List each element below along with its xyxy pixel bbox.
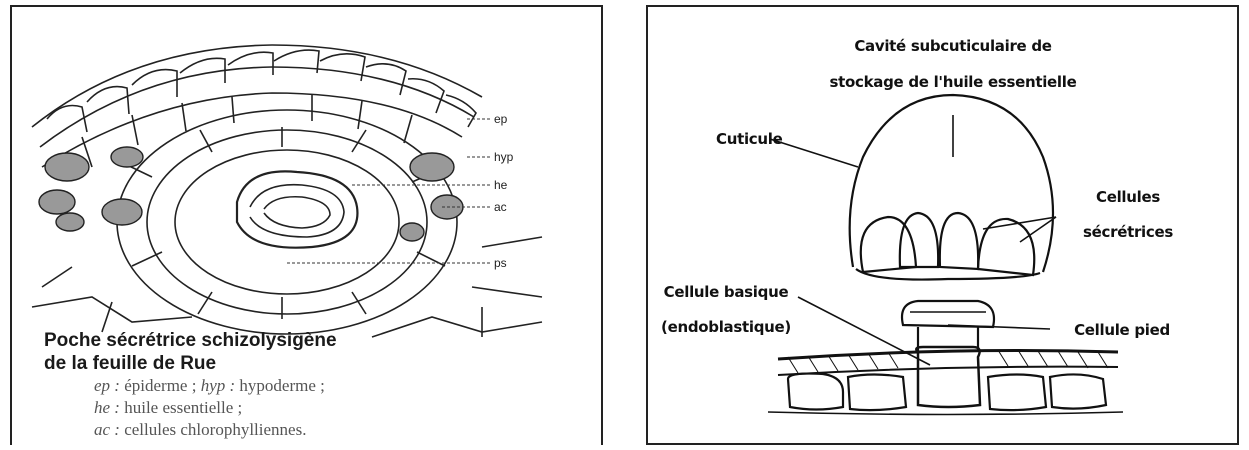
legend-text: épiderme ; [120, 376, 201, 395]
label-basal-line1: Cellule basique [664, 283, 789, 301]
caption-title-line2: de la feuille de Rue [44, 352, 584, 375]
legend-line: ep : épiderme ; hyp : hypoderme ; [44, 375, 584, 397]
legend-abbr: ac : [94, 420, 120, 439]
caption-title-line1: Poche sécrétrice schizolysigène [44, 329, 584, 352]
label-ps: ps [494, 256, 507, 270]
label-hyp: hyp [494, 150, 514, 164]
label-secretory-line2: sécrétrices [1083, 223, 1173, 241]
legend-abbr: hyp : [201, 376, 235, 395]
label-he: he [494, 178, 508, 192]
legend-line: ac : cellules chlorophylliennes. [44, 419, 584, 441]
legend-text: hypoderme ; [235, 376, 325, 395]
legend-abbr: ep : [94, 376, 120, 395]
secretory-hair-drawing: Cavité subcuticulaire de stockage de l'h… [648, 7, 1239, 445]
label-secretory-line1: Cellules [1096, 188, 1160, 206]
figure-caption: Poche sécrétrice schizolysigène de la fe… [44, 329, 584, 441]
legend-abbr: he : [94, 398, 120, 417]
label-cuticule: Cuticule [716, 130, 783, 148]
legend-text: cellules chlorophylliennes. [120, 420, 306, 439]
right-figure-panel: Cavité subcuticulaire de stockage de l'h… [646, 5, 1239, 445]
legend-line: he : huile essentielle ; [44, 397, 584, 419]
label-cavity-line1: Cavité subcuticulaire de [854, 37, 1051, 55]
label-basal-line2: (endoblastique) [661, 318, 791, 336]
label-cavity-line2: stockage de l'huile essentielle [830, 73, 1077, 91]
label-ac: ac [494, 200, 507, 214]
left-figure-panel: ep hyp he ac ps Poche sécrétrice schizol… [10, 5, 603, 445]
label-foot-cell: Cellule pied [1074, 321, 1170, 339]
legend-text: huile essentielle ; [120, 398, 242, 417]
label-ep: ep [494, 112, 508, 126]
